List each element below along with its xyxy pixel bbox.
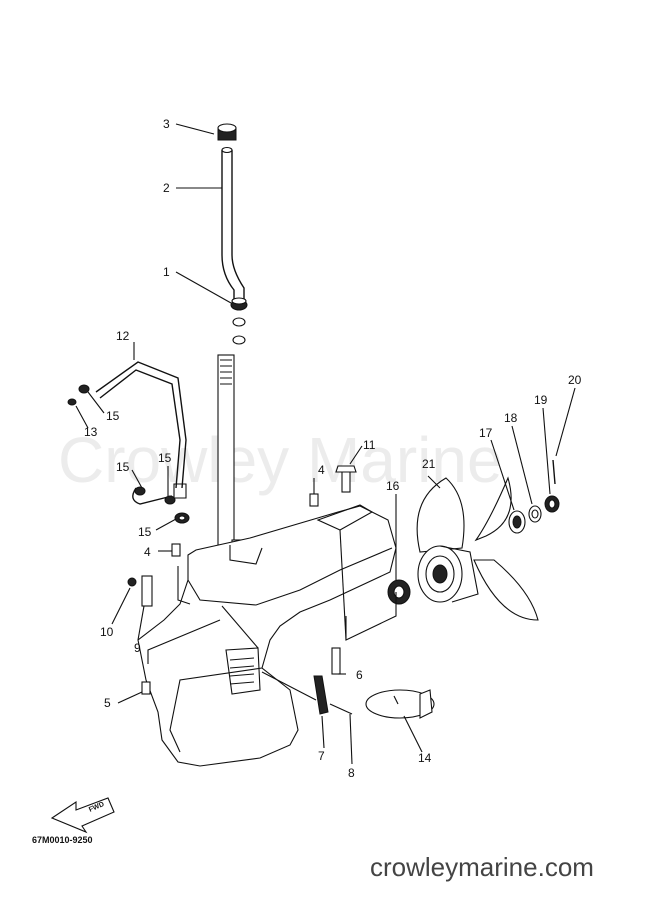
callout-8: 9 (134, 641, 141, 655)
diagram-code: 67M0010-9250 (32, 835, 93, 845)
bolt-14 (67, 398, 77, 406)
callout-2: 2 (163, 181, 170, 195)
callout-9: 8 (348, 766, 355, 780)
watermark-text: Crowley Marine (58, 424, 503, 496)
callout-20: 20 (568, 373, 582, 387)
callout-1: 1 (163, 265, 170, 279)
callout-4-right: 4 (318, 463, 325, 477)
lower-case (127, 465, 397, 767)
callout-5: 5 (104, 696, 111, 710)
hose-assembly (67, 361, 190, 524)
bolt-12 (341, 469, 351, 493)
callout-12: 11 (363, 438, 376, 452)
callout-15-bottom: 15 (138, 525, 152, 539)
callout-16: 16 (386, 479, 400, 493)
callout-15-top: 15 (106, 409, 120, 423)
part-7 (313, 675, 329, 715)
anode-11 (365, 689, 435, 719)
water-tube-2 (221, 146, 233, 154)
prop-hardware (508, 459, 560, 534)
callout-18: 18 (504, 411, 518, 425)
part-10 (127, 577, 137, 587)
callout-4-left: 4 (144, 545, 151, 559)
callout-7: 7 (318, 749, 325, 763)
propeller-21 (416, 476, 539, 621)
callout-19: 19 (534, 393, 548, 407)
leader-lines (75, 123, 576, 765)
part-8 (141, 575, 153, 607)
water-tube-assembly (217, 123, 248, 345)
callout-11: 14 (418, 751, 432, 765)
dowel-4-right (309, 493, 319, 507)
dowel-4-left (171, 543, 181, 557)
bolt-5 (141, 681, 151, 695)
bolt-6 (331, 647, 341, 675)
callout-6: 6 (356, 668, 363, 682)
callout-10: 10 (100, 625, 114, 639)
spacer-16 (387, 579, 411, 605)
callout-13: 12 (116, 329, 130, 343)
callout-3: 3 (163, 117, 170, 131)
bolt-9 (329, 703, 353, 715)
callout-17: 17 (479, 426, 493, 440)
callout-21: 21 (422, 457, 436, 471)
footer-url: crowleymarine.com (370, 852, 594, 882)
clip-15 (78, 384, 90, 394)
callout-15-mid: 15 (158, 451, 172, 465)
fwd-arrow-icon: FWD (50, 797, 115, 834)
callout-14: 13 (84, 425, 98, 439)
callout-15-left: 15 (116, 460, 130, 474)
cotter-pin-20 (552, 459, 556, 485)
